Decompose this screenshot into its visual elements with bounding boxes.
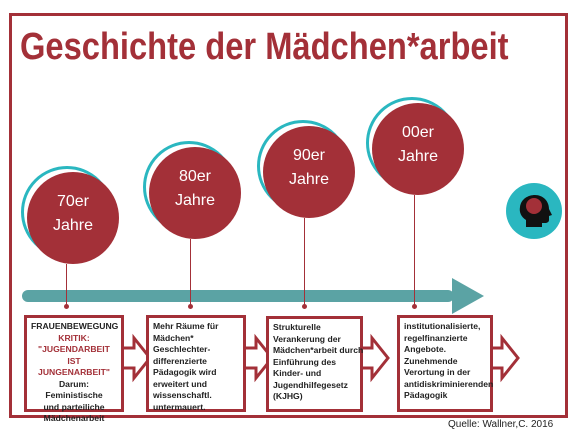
box-line: Geschlechter- (153, 344, 211, 354)
period-box-00er: institutionalisierte, regelfinanzierte A… (397, 315, 493, 412)
critique-line: "JUGENDARBEIT IST (38, 344, 110, 366)
chevron-arrow-icon (242, 333, 274, 383)
box-line: und parteiliche (43, 401, 105, 412)
period-circle-90er: 90er Jahre (257, 120, 355, 218)
circle-fill (263, 126, 355, 218)
connector-dot (188, 304, 193, 309)
period-box-80er: Mehr Räume für Mädchen* Geschlechter- di… (146, 315, 246, 412)
circle-fill (27, 172, 119, 264)
period-label: 90er Jahre (288, 147, 330, 188)
box-line: Zunehmende (404, 355, 458, 366)
connector-dot (412, 304, 417, 309)
chevron-arrow-icon (120, 333, 152, 383)
period-box-90er: Strukturelle Verankerung der Mädchen*arb… (266, 316, 363, 412)
period-box-70er: FRAUENBEWEGUNG KRITIK: "JUGENDARBEIT IST… (24, 315, 124, 423)
period-label: 00er Jahre (397, 124, 439, 165)
box-line: Strukturelle (273, 322, 321, 332)
critique-line: KRITIK: (58, 332, 90, 343)
box-line: Mädchen*arbeit durch (273, 345, 364, 355)
connector-line (190, 239, 191, 306)
box-line: differenzierte (153, 355, 207, 366)
box-line: Verankerung der (273, 333, 341, 344)
box-line: Pädagogik wird (153, 367, 217, 377)
period-circle-00er: 00er Jahre (366, 97, 464, 195)
box-line: wissenschaftl. (153, 390, 212, 400)
box-line: antidiskriminierenden (404, 378, 494, 389)
box-line: Einführung des (273, 356, 337, 367)
outer-frame (9, 13, 568, 418)
box-line: Angebote. (404, 344, 447, 354)
connector-dot (64, 304, 69, 309)
critique-line: JUNGENARBEIT" (38, 367, 110, 377)
box-line: Pädagogik (404, 390, 448, 400)
timeline-arrow-head (452, 278, 484, 314)
box-line: Darum: Feministische (45, 378, 103, 401)
box-line: regelfinanzierte (404, 332, 468, 343)
source-credit: Quelle: Wallner,C. 2016 (448, 419, 554, 430)
timeline-arrow-shaft (22, 290, 454, 302)
chevron-arrow-icon (488, 333, 520, 383)
circle-fill (372, 103, 464, 195)
box-line: erweitert und (153, 378, 207, 389)
chevron-arrow-icon (358, 333, 390, 383)
box-line: Jugendhilfegesetz (273, 379, 348, 390)
circle-fill (149, 147, 241, 239)
box-line: institutionalisierte, (404, 321, 481, 331)
box-line: Mädchen* (153, 332, 194, 343)
connector-dot (302, 304, 307, 309)
box-line: (KJHG) (273, 391, 303, 401)
period-label: 70er Jahre (52, 193, 94, 234)
period-circle-80er: 80er Jahre (143, 141, 241, 239)
box-heading: FRAUENBEWEGUNG (31, 321, 119, 331)
page-title: Geschichte der Mädchen*arbeit (20, 26, 509, 68)
connector-line (414, 195, 415, 306)
head-brain-icon (506, 183, 562, 239)
period-label: 80er Jahre (174, 168, 216, 209)
box-line: Mädchenarbeit (43, 413, 105, 423)
box-line: Verortung in der (404, 367, 471, 377)
connector-line (66, 264, 67, 306)
box-line: Mehr Räume für (153, 321, 219, 331)
period-circle-70er: 70er Jahre (21, 166, 119, 264)
box-line: Kinder- und (273, 368, 322, 378)
connector-line (304, 218, 305, 306)
box-line: untermauert. (153, 401, 206, 412)
